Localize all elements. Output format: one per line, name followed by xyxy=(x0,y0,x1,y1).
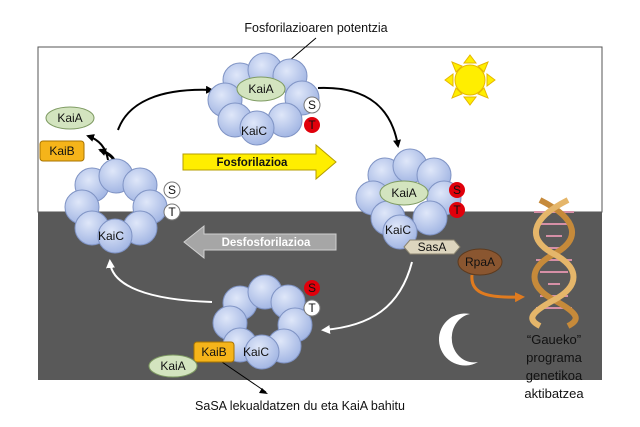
text-label: KaiB xyxy=(49,144,74,158)
program-line-3: genetikoa xyxy=(526,368,583,383)
text-label: T xyxy=(308,301,316,315)
dephosphorylation-arrow: Desfosforilazioa xyxy=(183,224,337,260)
text-label: T xyxy=(168,205,176,219)
kaib-free xyxy=(39,140,85,162)
kaib-bound xyxy=(193,341,235,363)
text-label: KaiA xyxy=(391,186,416,200)
phosphorylation-label: Fosforilazioa xyxy=(217,157,289,169)
text-label: KaiA xyxy=(248,82,273,96)
rpaa xyxy=(457,248,503,276)
kaic-complex-right xyxy=(355,148,462,250)
arrow-bottom-left xyxy=(106,259,213,303)
program-line-4: aktibatzea xyxy=(524,386,584,401)
arrow-top-right xyxy=(317,86,401,148)
text-label: S xyxy=(453,183,461,197)
sasa-label: SasA xyxy=(418,240,447,254)
phosphorylation-arrow: Fosforilazioa xyxy=(182,143,337,181)
dephosphorylation-label: Desfosforilazioa xyxy=(222,237,311,249)
kaia-free xyxy=(45,106,95,130)
program-line-1: “Gaueko” xyxy=(527,332,581,347)
kaic-label-bottom: KaiC xyxy=(243,345,269,359)
sasa-box xyxy=(403,239,461,255)
text-label: KaiA xyxy=(57,111,82,125)
top-caption: Fosforilazioaren potentzia xyxy=(244,21,387,35)
site-t-top xyxy=(304,117,320,133)
text-label: T xyxy=(453,203,461,217)
dna-icon xyxy=(529,197,579,329)
site-s-top xyxy=(303,96,321,114)
kaic-label-top: KaiC xyxy=(241,124,267,138)
orange-arrow xyxy=(470,274,525,303)
program-line-2: programa xyxy=(526,350,582,365)
site-t-left xyxy=(163,203,181,221)
site-t-right xyxy=(449,202,465,218)
text-label: S xyxy=(168,183,176,197)
text-label: T xyxy=(308,118,316,132)
arrow-top-left xyxy=(117,85,214,131)
kaic-complex-top xyxy=(207,52,320,146)
text-label: S xyxy=(308,98,316,112)
site-s-left xyxy=(163,181,181,199)
text-label: KaiB xyxy=(201,345,226,359)
kaic-complex-left xyxy=(64,158,168,254)
site-t-bottom xyxy=(303,299,321,317)
site-s-bottom xyxy=(304,280,320,296)
kaic-label-left: KaiC xyxy=(98,229,124,243)
kaia-right xyxy=(379,180,429,206)
text-label: RpaA xyxy=(465,255,495,269)
bottom-caption-leader xyxy=(221,361,267,393)
arrow-bottom-right xyxy=(321,261,413,334)
kaic-complex-bottom xyxy=(212,274,313,370)
text-label: S xyxy=(308,281,316,295)
bottom-caption: SaSA lekualdatzen du eta KaiA bahitu xyxy=(195,399,405,413)
moon-icon xyxy=(438,313,478,366)
kaia-top xyxy=(236,76,286,102)
kaia-bound xyxy=(148,354,198,378)
text-label: KaiA xyxy=(160,359,185,373)
site-s-right xyxy=(449,182,465,198)
kaic-label-right: KaiC xyxy=(385,223,411,237)
arrow-to-kaia xyxy=(86,134,109,161)
sun-icon xyxy=(444,54,496,106)
